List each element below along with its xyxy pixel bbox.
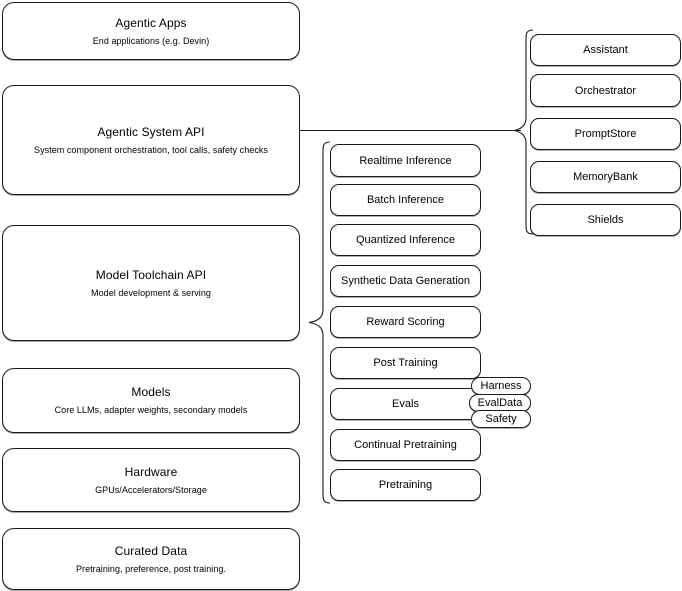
capability-synthetic-data-generation[interactable]: Synthetic Data Generation [330, 265, 481, 297]
layer-title: Agentic System API [97, 124, 205, 139]
brace-system-components [513, 29, 534, 235]
eval-tag-label: Harness [480, 379, 522, 392]
component-assistant[interactable]: Assistant [530, 34, 681, 66]
layer-title: Curated Data [114, 543, 188, 558]
layer-models[interactable]: Models Core LLMs, adapter weights, secon… [2, 368, 300, 433]
capability-post-training[interactable]: Post Training [330, 347, 481, 379]
component-memorybank[interactable]: MemoryBank [530, 161, 681, 193]
capability-label: Reward Scoring [366, 316, 445, 328]
eval-tag-safety[interactable]: Safety [471, 410, 531, 428]
component-label: PromptStore [574, 128, 637, 140]
layer-title: Agentic Apps [115, 15, 187, 30]
eval-tag-label: Safety [485, 412, 517, 425]
component-label: Shields [587, 214, 624, 226]
capability-pretraining[interactable]: Pretraining [330, 469, 481, 501]
layer-curated-data[interactable]: Curated Data Pretraining, preference, po… [2, 528, 300, 590]
layer-title: Model Toolchain API [95, 267, 207, 282]
capability-evals[interactable]: Evals [330, 388, 481, 420]
capability-label: Synthetic Data Generation [340, 275, 471, 287]
capability-quantized-inference[interactable]: Quantized Inference [330, 224, 481, 256]
component-label: Assistant [583, 44, 628, 56]
capability-label: Realtime Inference [359, 154, 452, 167]
layer-hardware[interactable]: Hardware GPUs/Accelerators/Storage [2, 448, 300, 512]
layer-subtitle: Model development & serving [91, 287, 211, 298]
eval-tag-label: EvalData [477, 396, 523, 409]
capability-realtime-inference[interactable]: Realtime Inference [330, 144, 481, 177]
layer-subtitle: Pretraining, preference, post training. [75, 563, 227, 574]
component-label: MemoryBank [573, 171, 638, 183]
layer-title: Hardware [124, 464, 178, 479]
component-label: Orchestrator [574, 84, 637, 97]
layer-agentic-apps[interactable]: Agentic Apps End applications (e.g. Devi… [2, 2, 300, 60]
layer-subtitle: Core LLMs, adapter weights, secondary mo… [54, 405, 248, 415]
layer-agentic-system-api[interactable]: Agentic System API System component orch… [2, 85, 300, 195]
layer-title: Models [131, 385, 171, 399]
capability-label: Quantized Inference [355, 234, 456, 246]
capability-label: Evals [392, 398, 419, 410]
layer-subtitle: GPUs/Accelerators/Storage [95, 484, 207, 495]
eval-tag-harness[interactable]: Harness [471, 377, 531, 395]
layer-model-toolchain-api[interactable]: Model Toolchain API Model development & … [2, 225, 300, 341]
capability-batch-inference[interactable]: Batch Inference [330, 184, 481, 216]
capability-label: Batch Inference [366, 194, 445, 206]
capability-reward-scoring[interactable]: Reward Scoring [330, 306, 481, 338]
layer-subtitle: End applications (e.g. Devin) [92, 35, 210, 46]
capability-label: Continual Pretraining [354, 439, 457, 451]
component-orchestrator[interactable]: Orchestrator [530, 74, 681, 107]
capability-label: Pretraining [378, 479, 433, 491]
component-promptstore[interactable]: PromptStore [530, 118, 681, 150]
brace-toolchain-capabilities [308, 141, 331, 504]
layer-subtitle: System component orchestration, tool cal… [34, 144, 268, 155]
component-shields[interactable]: Shields [530, 204, 681, 236]
connector-agentic-system-api-to-components [300, 130, 521, 131]
capability-label: Post Training [373, 357, 438, 369]
capability-continual-pretraining[interactable]: Continual Pretraining [330, 429, 481, 461]
